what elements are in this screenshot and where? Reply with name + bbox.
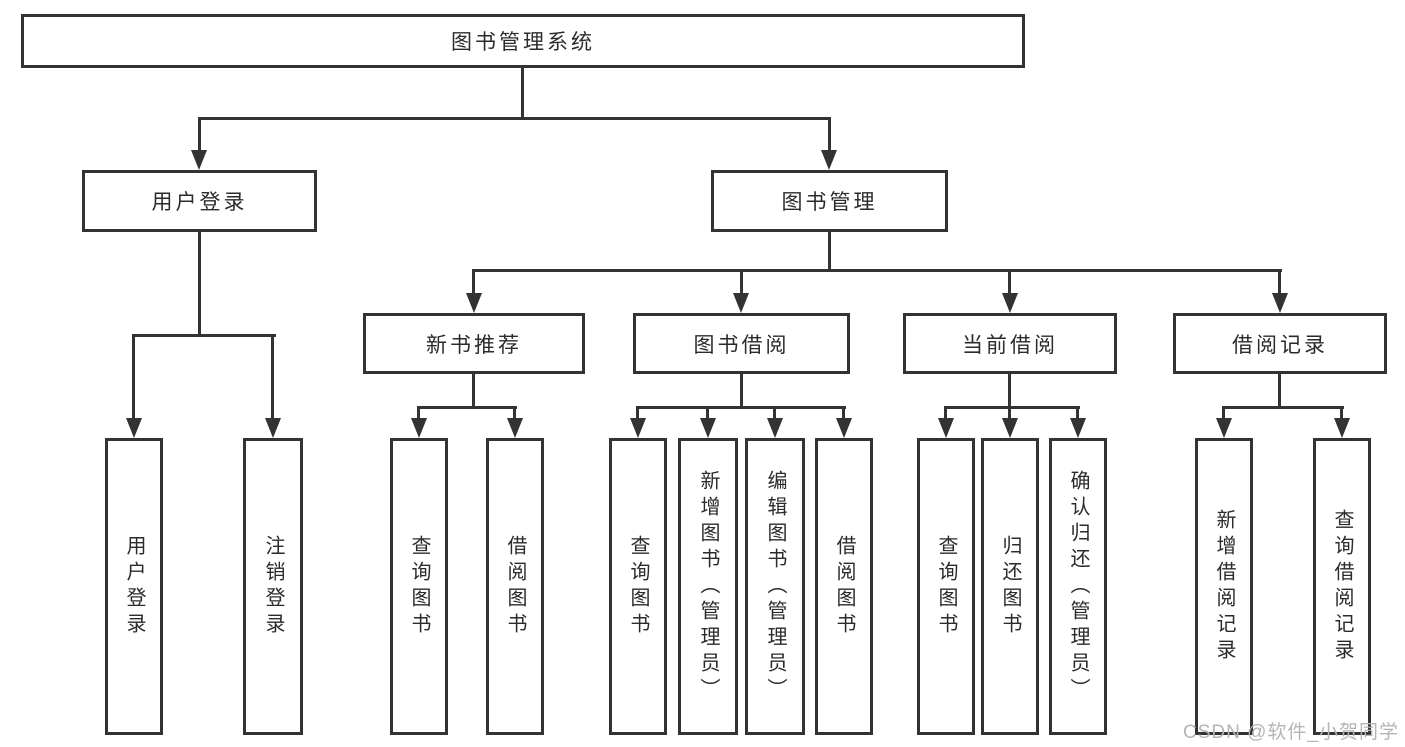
- connector-line: [472, 269, 1282, 272]
- leaf-label: 用户登录: [123, 534, 145, 639]
- connector-line: [472, 374, 475, 409]
- arrow-down-icon: [265, 418, 281, 438]
- connector-line: [1222, 406, 1225, 420]
- leaf-label: 确认归还（管理员）: [1067, 469, 1089, 704]
- node-label: 借阅记录: [1232, 333, 1328, 357]
- connector-line: [944, 406, 947, 420]
- leaf-label: 新增借阅记录: [1213, 508, 1235, 665]
- connector-line: [132, 334, 276, 337]
- node-root-system: 图书管理系统: [21, 14, 1025, 68]
- connector-line: [636, 406, 639, 420]
- connector-line: [828, 232, 831, 272]
- node-label: 图书管理: [781, 191, 878, 214]
- arrow-down-icon: [1216, 418, 1232, 438]
- leaf-current-return-books: 归还图书: [981, 438, 1039, 735]
- csdn-watermark: CSDN @软件_小贺同学: [1183, 722, 1399, 743]
- leaf-current-confirm-return-admin: 确认归还（管理员）: [1049, 438, 1107, 735]
- node-borrow-records: 借阅记录: [1173, 313, 1387, 374]
- leaf-label: 查询图书: [627, 534, 649, 639]
- arrow-down-icon: [466, 293, 482, 313]
- connector-line: [740, 269, 743, 295]
- connector-line: [1340, 406, 1343, 420]
- leaf-user-login: 用户登录: [105, 438, 163, 735]
- arrow-down-icon: [836, 418, 852, 438]
- leaf-newbook-query-books: 查询图书: [390, 438, 448, 735]
- connector-line: [1008, 269, 1011, 295]
- leaf-label: 新增图书（管理员）: [697, 469, 719, 704]
- connector-line: [1278, 269, 1281, 295]
- connector-line: [773, 406, 776, 420]
- leaf-borrow-query-books: 查询图书: [609, 438, 667, 735]
- node-new-book-recommend: 新书推荐: [363, 313, 585, 374]
- node-label: 用户登录: [151, 191, 248, 214]
- arrow-down-icon: [938, 418, 954, 438]
- arrow-down-icon: [821, 150, 837, 170]
- leaf-records-add-record: 新增借阅记录: [1195, 438, 1253, 735]
- connector-line: [842, 406, 845, 420]
- leaf-label: 查询图书: [935, 534, 957, 639]
- connector-line: [198, 117, 201, 152]
- leaf-label: 借阅图书: [833, 534, 855, 639]
- arrow-down-icon: [733, 293, 749, 313]
- connector-line: [198, 117, 831, 120]
- leaf-borrow-borrow-books: 借阅图书: [815, 438, 873, 735]
- connector-line: [945, 406, 1080, 409]
- connector-line: [1076, 406, 1079, 420]
- leaf-label: 注销登录: [262, 534, 284, 639]
- leaf-label: 查询借阅记录: [1331, 508, 1353, 665]
- node-current-borrow: 当前借阅: [903, 313, 1117, 374]
- arrow-down-icon: [1002, 293, 1018, 313]
- node-label: 当前借阅: [962, 333, 1058, 357]
- arrow-down-icon: [1070, 418, 1086, 438]
- arrow-down-icon: [507, 418, 523, 438]
- connector-line: [1278, 374, 1281, 409]
- connector-line: [1223, 406, 1344, 409]
- arrow-down-icon: [191, 150, 207, 170]
- leaf-label: 借阅图书: [504, 534, 526, 639]
- connector-line: [1008, 406, 1011, 420]
- connector-line: [740, 374, 743, 409]
- arrow-down-icon: [1272, 293, 1288, 313]
- leaf-logout: 注销登录: [243, 438, 303, 735]
- arrow-down-icon: [126, 418, 142, 438]
- connector-line: [637, 406, 846, 409]
- arrow-down-icon: [1334, 418, 1350, 438]
- arrow-down-icon: [630, 418, 646, 438]
- connector-line: [1008, 374, 1011, 409]
- leaf-records-query-record: 查询借阅记录: [1313, 438, 1371, 735]
- leaf-label: 查询图书: [408, 534, 430, 639]
- connector-line: [828, 117, 831, 152]
- connector-line: [418, 406, 517, 409]
- leaf-label: 编辑图书（管理员）: [764, 469, 786, 704]
- node-label: 新书推荐: [426, 333, 522, 357]
- leaf-newbook-borrow-books: 借阅图书: [486, 438, 544, 735]
- leaf-label: 归还图书: [999, 534, 1021, 639]
- leaf-current-query-books: 查询图书: [917, 438, 975, 735]
- node-book-borrow: 图书借阅: [633, 313, 850, 374]
- connector-line: [706, 406, 709, 420]
- node-label: 图书管理系统: [451, 31, 595, 54]
- arrow-down-icon: [767, 418, 783, 438]
- node-book-management: 图书管理: [711, 170, 948, 232]
- node-label: 图书借阅: [693, 333, 790, 357]
- connector-line: [271, 334, 274, 418]
- leaf-borrow-edit-books-admin: 编辑图书（管理员）: [745, 438, 805, 735]
- connector-line: [198, 232, 201, 337]
- connector-line: [513, 406, 516, 420]
- arrow-down-icon: [700, 418, 716, 438]
- connector-line: [521, 68, 524, 118]
- connector-line: [132, 334, 135, 418]
- connector-line: [472, 269, 475, 295]
- node-user-login: 用户登录: [82, 170, 317, 232]
- connector-line: [417, 406, 420, 420]
- arrow-down-icon: [1002, 418, 1018, 438]
- arrow-down-icon: [411, 418, 427, 438]
- leaf-borrow-add-books-admin: 新增图书（管理员）: [678, 438, 738, 735]
